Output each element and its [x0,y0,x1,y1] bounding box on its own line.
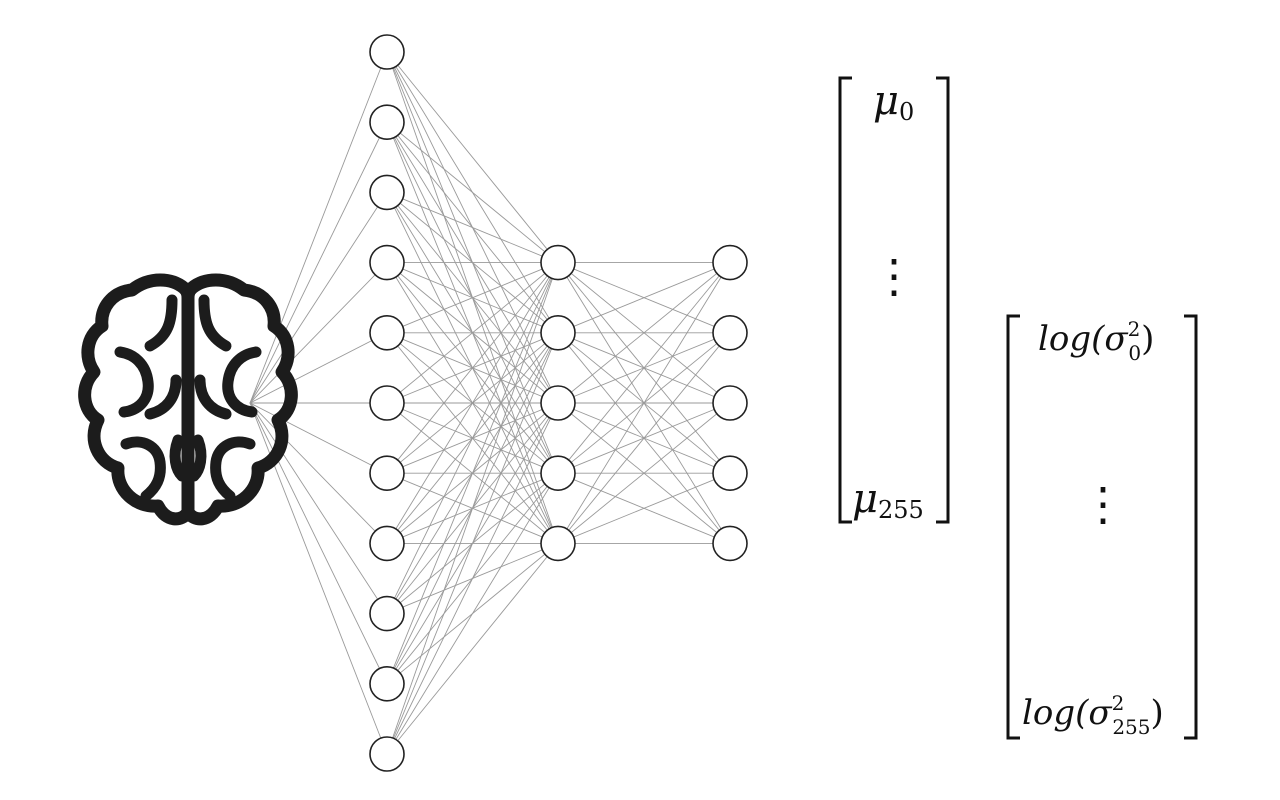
network-edge [386,262,559,684]
mu-right-bracket [936,76,950,524]
node-layer-1-11 [369,736,405,772]
network-edge [386,262,559,334]
network-edge [386,191,559,264]
node-layer-3-3 [712,385,748,421]
input-edge [249,402,388,544]
network-edge [386,262,559,755]
input-edge [249,402,388,614]
network-edge [386,262,559,404]
node-layer-1-10 [369,665,405,702]
node-layer-2-3 [540,385,576,421]
node-layer-1-2 [369,104,405,140]
network-edge [557,472,731,544]
logvar-ellipsis: ⋮ [1080,477,1126,531]
mu-left-bracket [838,76,852,524]
node-layer-3-4 [712,455,748,492]
node-layer-2-2 [540,314,576,351]
node-layer-2-1 [540,244,576,281]
node-layer-1-6 [369,385,405,421]
logvar-right-bracket [1184,314,1198,740]
node-layer-1-4 [369,244,405,281]
logvar-left-bracket [1006,314,1020,740]
node-layer-1-8 [369,525,405,562]
network-edge [386,262,559,614]
node-layer-2-4 [540,455,576,492]
network-edge [386,262,559,474]
node-layer-3-2 [712,314,748,351]
network-edge [557,262,731,334]
input-edge [249,402,388,684]
node-layer-1-5 [369,314,405,351]
network-edge [386,332,559,755]
mu-ellipsis: ⋮ [871,249,917,303]
network-edge [557,402,731,544]
node-layer-1-9 [369,595,405,632]
network-edge [557,262,731,404]
input-edge [249,192,388,404]
node-layer-2-5 [540,525,576,562]
network-edge [386,472,559,755]
input-edge [249,332,388,404]
network-edge [386,402,559,755]
node-layer-1-3 [369,174,405,211]
network-edge [386,262,559,544]
network-edge [557,332,731,544]
network-edge [386,543,559,755]
input-edge [249,262,388,404]
node-layer-3-1 [712,244,748,281]
node-layer-1-1 [369,34,405,70]
node-layer-3-5 [712,525,748,562]
node-layer-1-7 [369,455,405,492]
network-edge [386,121,559,263]
brain-icon [78,273,298,526]
mu-vector: μ0 ⋮ μ255 [838,76,950,524]
network-edge [386,51,559,263]
mu-top-entry: μ0 [873,78,914,126]
network-nodes [369,34,748,772]
mu-bottom-entry: μ255 [852,476,924,524]
connections [249,51,731,755]
input-edge [249,122,388,404]
input-edge [249,51,388,404]
network-edge [557,262,731,474]
network-edge [557,262,731,544]
input-edge [249,402,388,474]
